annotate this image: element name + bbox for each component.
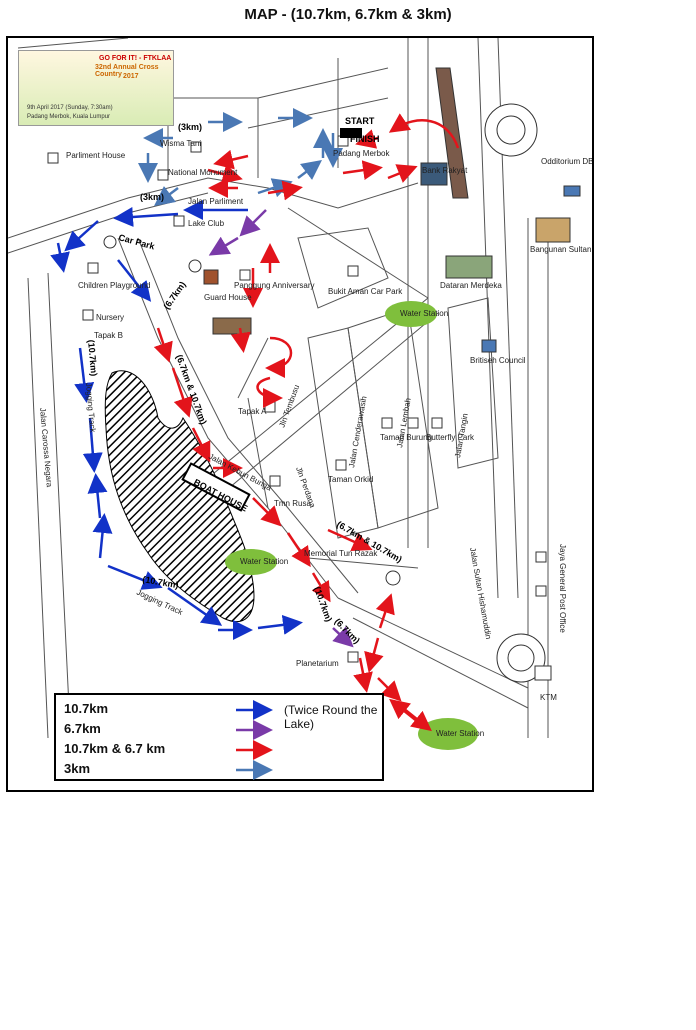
jaya-post-label: Jaya General Post Office: [558, 544, 567, 633]
padang-merbok-label: Padang Merbok: [333, 149, 390, 158]
building-markers: [47, 128, 581, 663]
panggung-label: Panggung Anniversary: [234, 281, 315, 290]
event-banner: GO FOR IT! - FTKLAA 32nd Annual Cross Co…: [18, 50, 174, 126]
bukit-aman-label: Bukit Aman Car Park: [328, 287, 403, 296]
legend-arrows: [236, 700, 273, 780]
route-3km: [138, 108, 343, 206]
jogging-track-label-1: Jogging Track: [84, 382, 97, 433]
dataran-label: Dataran Merdeka: [440, 281, 502, 290]
children-playground-label: Children Playground: [78, 281, 151, 290]
bank-rakyat-label: Bank Rakyat: [422, 166, 468, 175]
memorial-label: Memorial Tun Razak: [304, 549, 378, 558]
water-station-label-1: Water Station: [400, 309, 448, 318]
map-frame: START FINISH Padang Merbok Bank Rakyat O…: [6, 36, 594, 792]
taman-burung-label: Taman Burung: [380, 433, 432, 442]
nursery-label: Nursery: [96, 313, 124, 322]
legend-combined: 10.7km & 6.7 km: [64, 741, 166, 756]
taman-orkid-label: Taman Orkid: [328, 475, 373, 484]
start-label: START: [345, 116, 375, 126]
panggung-image: [212, 317, 252, 335]
banner-line-3: 2017: [123, 73, 139, 80]
wisma-tani-label: Wisma Tani: [160, 139, 201, 148]
water-station-label-2: Water Station: [240, 557, 288, 566]
tapak-a-label: Tapak A: [238, 407, 267, 416]
route-10-7-and-6-7km: [153, 113, 460, 732]
parliment-house-label: Parliment House: [66, 151, 126, 160]
tag-10-7km-a: (10.7km): [86, 339, 99, 376]
bank-rakyat-building: [420, 162, 448, 186]
boat-house-box: [181, 462, 251, 512]
planetarium-label: Planetarium: [296, 659, 339, 668]
banner-line-2: 32nd Annual Cross Country: [95, 64, 159, 78]
dbkl-label: Odditorium DBKL: [541, 157, 594, 166]
car-park-label: Car Park: [117, 232, 156, 251]
lake: [104, 370, 255, 623]
map-canvas: START FINISH Padang Merbok Bank Rakyat O…: [8, 38, 594, 750]
tag-3km-a: (3km): [178, 122, 202, 132]
guard-house-icon: [203, 269, 219, 285]
banner-line-5: Padang Merbok, Kuala Lumpur: [27, 114, 111, 120]
dataran-image: [445, 255, 493, 279]
route-6-7km: [208, 209, 354, 648]
jogging-track-label-2: Jogging Track: [135, 588, 185, 618]
water-station-2: [225, 549, 277, 575]
ktm-label: KTM: [540, 693, 557, 702]
jln-tembusu-label: Jln Tembusu: [277, 384, 301, 429]
water-station-label-3: Water Station: [436, 729, 484, 738]
route-10-7km: [50, 200, 303, 640]
water-station-1: [385, 301, 437, 327]
water-station-3: [418, 718, 478, 750]
jalan-parliment-label: Jalan Parliment: [188, 197, 244, 206]
national-monument-label: National Monument: [168, 168, 238, 177]
legend-note: (Twice Round the Lake): [284, 703, 378, 731]
butterfly-park-label: Butterfly Park: [426, 433, 475, 442]
guard-house-label: Guard House: [204, 293, 252, 302]
lake-club-label: Lake Club: [188, 219, 225, 228]
jalan-sultan-label: Jalan Sultan Hishamuddin: [468, 547, 493, 640]
legend-6-7km: 6.7km: [64, 721, 101, 736]
british-council-label: Britiseh Council: [470, 356, 526, 365]
jalan-cenderawasih-label: Jalan Cenderawasih: [347, 395, 368, 468]
banner-line-4: 9th April 2017 (Sunday, 7:30am): [27, 105, 113, 111]
tag-10-7km-c: (10.7km): [312, 585, 334, 623]
tapak-b-label: Tapak B: [94, 331, 123, 340]
tower-icon: [435, 67, 469, 199]
legend-3km: 3km: [64, 761, 91, 776]
tag-3km-b: (3km): [140, 192, 164, 202]
tag-6-7km: (6.7km): [161, 280, 187, 312]
tmn-rusa-label: Tmn Rusa: [274, 499, 311, 508]
legend: 10.7km 6.7km 10.7km & 6.7 km 3km (Twice …: [54, 693, 384, 781]
legend-10-7km: 10.7km: [64, 701, 109, 716]
bangunan-label: Bangunan Sultan Abdul Samat: [530, 245, 594, 254]
jalan-carossa-label: Jalan Carossa Negara: [38, 407, 54, 488]
bangunan-image: [535, 217, 571, 243]
finish-label: FINISH: [350, 134, 380, 144]
ktm-icon: [534, 665, 552, 681]
map-title: MAP - (10.7km, 6.7km & 3km): [244, 6, 452, 23]
banner-line-1: GO FOR IT! - FTKLAA: [99, 55, 172, 62]
